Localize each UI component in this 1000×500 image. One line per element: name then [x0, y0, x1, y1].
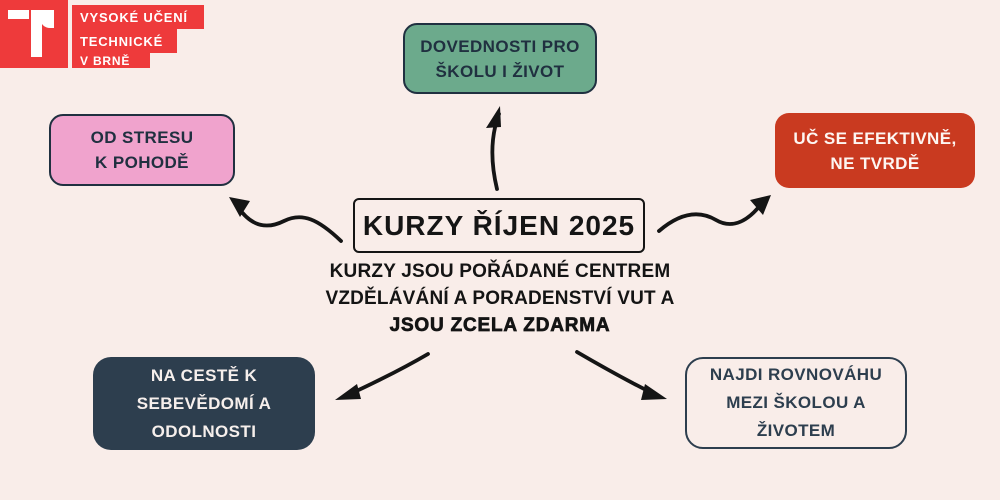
logo-mark-dash: [8, 10, 29, 19]
vut-logo-wordmark: VYSOKÉ UČENÍ TECHNICKÉ V BRNĚ: [72, 5, 204, 68]
subtitle: KURZY JSOU POŘÁDANÉ CENTREM VZDĚLÁVÁNÍ A…: [310, 258, 690, 339]
arrow-down-right-icon: [575, 350, 667, 400]
arrow-left-icon: [229, 197, 343, 243]
node-label-line: SEBEVĚDOMÍ A: [136, 393, 272, 413]
node-label-line: ODOLNOSTI: [151, 421, 257, 441]
node-label-line: MEZI ŠKOLOU A: [726, 393, 866, 412]
node-najdi-rovnovahu: NAJDI ROVNOVÁHU MEZI ŠKOLOU A ŽIVOTEM: [685, 357, 907, 449]
node-label-line: NAJDI ROVNOVÁHU: [709, 365, 883, 384]
logo-mark-arm: [40, 10, 54, 28]
arrow-down-left-icon: [335, 352, 430, 400]
node-label-line: OD STRESU: [90, 128, 194, 147]
logo-word-line1: VYSOKÉ UČENÍ: [72, 5, 204, 29]
page-title: KURZY ŘÍJEN 2025: [362, 209, 636, 241]
node-label-line: UČ SE EFEKTIVNĚ,: [793, 128, 957, 148]
node-label-line: ŠKOLU I ŽIVOT: [435, 61, 565, 81]
node-na-ceste-k-sebevedomi: NA CESTĚ K SEBEVĚDOMÍ A ODOLNOSTI: [93, 357, 315, 450]
logo-mark-stem: [31, 10, 42, 57]
subtitle-line1: KURZY JSOU POŘÁDANÉ CENTREM: [329, 261, 671, 282]
arrow-right-icon: [657, 195, 771, 233]
node-label-line: NA CESTĚ K: [150, 365, 258, 385]
logo-word-line2: TECHNICKÉ: [72, 29, 177, 53]
subtitle-line3: JSOU ZCELA ZDARMA: [389, 315, 611, 337]
node-label-line: K POHODĚ: [95, 153, 189, 172]
subtitle-line2: VZDĚLÁVÁNÍ A PORADENSTVÍ VUT A: [325, 288, 675, 309]
node-uc-se-efektivne: UČ SE EFEKTIVNĚ, NE TVRDĚ: [775, 113, 975, 188]
node-od-stresu-k-pohode: OD STRESU K POHODĚ: [49, 114, 235, 186]
node-label-line: DOVEDNOSTI PRO: [420, 36, 580, 56]
node-dovednosti-pro-skolu: DOVEDNOSTI PRO ŠKOLU I ŽIVOT: [403, 23, 597, 94]
central-title-box: KURZY ŘÍJEN 2025: [353, 198, 645, 253]
arrow-up-icon: [486, 106, 501, 191]
node-label-line: ŽIVOTEM: [756, 421, 836, 440]
vut-logo-mark-icon: [0, 0, 68, 68]
logo-word-line3: V BRNĚ: [72, 53, 150, 68]
node-label-line: NE TVRDĚ: [830, 153, 920, 173]
